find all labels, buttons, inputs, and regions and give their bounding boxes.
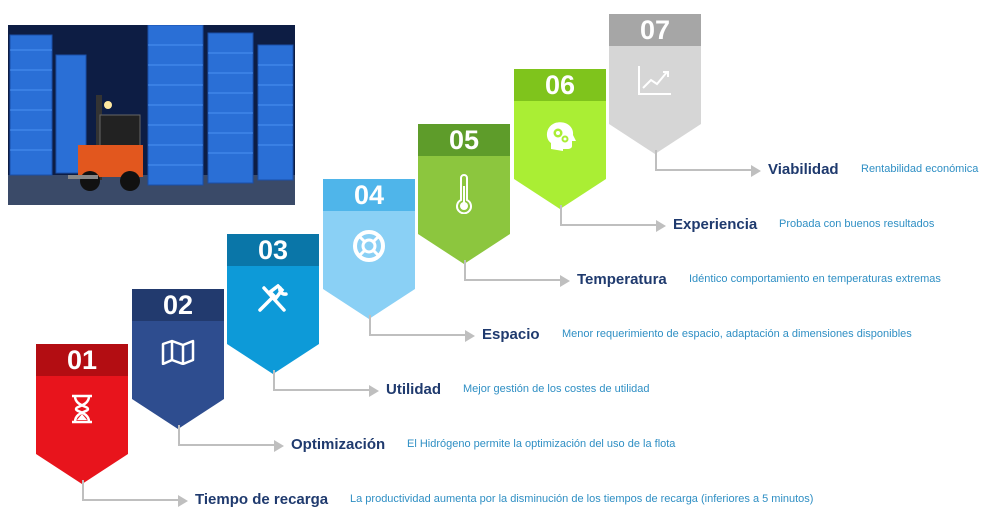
head-gears-icon [514, 119, 606, 158]
step-7-connector [655, 150, 752, 171]
step-1-number: 01 [36, 344, 128, 376]
step-2-connector [178, 425, 275, 446]
step-2-number: 02 [132, 289, 224, 321]
step-5-connector [464, 260, 561, 281]
step-3-arrowhead [369, 385, 379, 397]
step-4-description: Menor requerimiento de espacio, adaptaci… [562, 328, 912, 340]
step-7-number: 07 [609, 14, 701, 46]
step-2-shape [132, 321, 224, 429]
step-3: 03 [227, 234, 319, 376]
map-icon [132, 339, 224, 370]
step-5: 05 [418, 124, 510, 266]
warehouse-forklift-photo [8, 25, 295, 205]
step-4: 04 [323, 179, 415, 321]
step-3-number: 03 [227, 234, 319, 266]
step-5-arrowhead [560, 275, 570, 287]
step-6-arrowhead [656, 220, 666, 232]
step-5-title: Temperatura [577, 271, 667, 288]
step-4-arrowhead [465, 330, 475, 342]
step-3-shape [227, 266, 319, 374]
lifebuoy-icon [323, 229, 415, 268]
step-5-description: Idéntico comportamiento en temperaturas … [689, 273, 941, 285]
step-6: 06 [514, 69, 606, 211]
step-1-description: La productividad aumenta por la disminuc… [350, 493, 814, 505]
step-3-description: Mejor gestión de los costes de utilidad [463, 383, 650, 395]
thermometer-icon [418, 174, 510, 219]
step-2: 02 [132, 289, 224, 431]
step-1-connector [82, 480, 179, 501]
hourglass-icon [36, 394, 128, 429]
step-6-description: Probada con buenos resultados [779, 218, 935, 230]
step-2-arrowhead [274, 440, 284, 452]
step-4-shape [323, 211, 415, 319]
step-6-title: Experiencia [673, 216, 758, 233]
step-1-shape [36, 376, 128, 484]
step-1: 01 [36, 344, 128, 486]
step-7-shape [609, 46, 701, 154]
step-5-number: 05 [418, 124, 510, 156]
step-7-arrowhead [751, 165, 761, 177]
step-3-title: Utilidad [386, 381, 441, 398]
step-1-title: Tiempo de recarga [195, 491, 329, 508]
step-1-arrowhead [178, 495, 188, 507]
step-4-connector [369, 315, 466, 336]
step-2-description: El Hidrógeno permite la optimización del… [407, 438, 676, 450]
step-7: 07 [609, 14, 701, 156]
step-2-title: Optimización [291, 436, 386, 453]
step-7-description: Rentabilidad económica [861, 163, 979, 175]
step-7-title: Viabilidad [768, 161, 839, 178]
step-3-connector [273, 370, 370, 391]
step-6-number: 06 [514, 69, 606, 101]
step-6-connector [560, 205, 657, 226]
step-4-number: 04 [323, 179, 415, 211]
step-6-shape [514, 101, 606, 209]
tools-icon [227, 283, 319, 319]
growth-chart-icon [609, 64, 701, 101]
step-4-title: Espacio [482, 326, 540, 343]
